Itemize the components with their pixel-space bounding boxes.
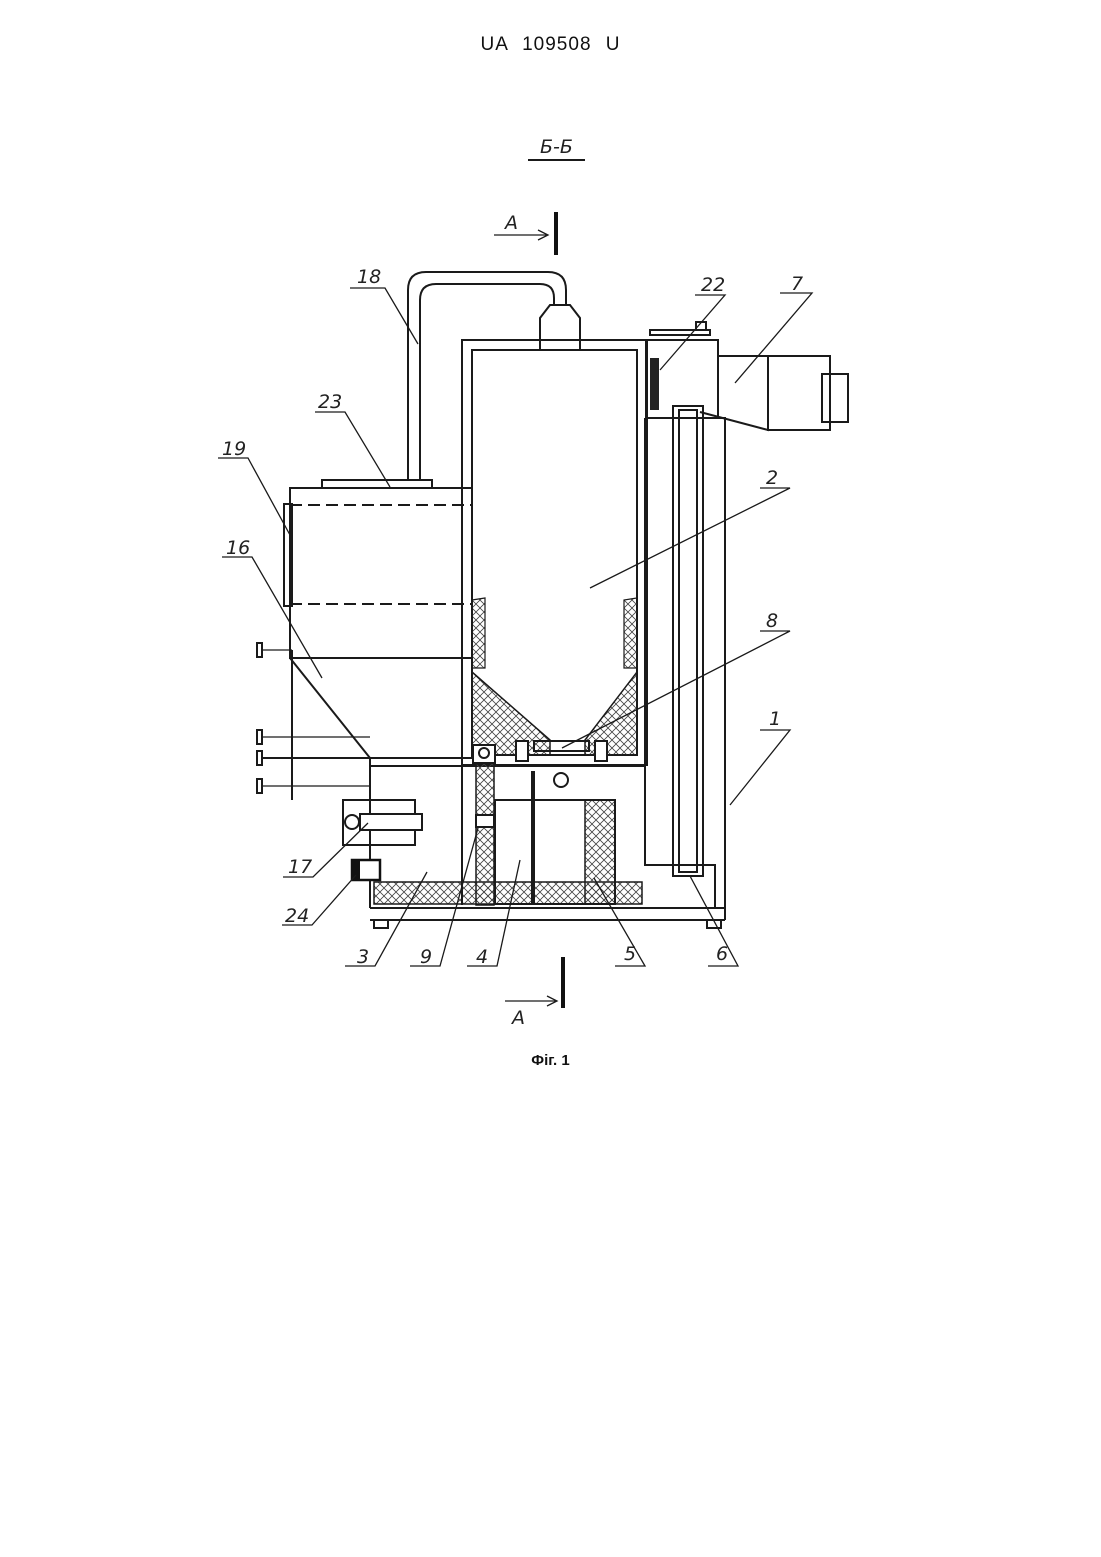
tube-6 [673,406,703,876]
callout-23: 23 [318,391,342,413]
callout-22: 22 [701,274,725,296]
housing [370,418,725,928]
vessel-2 [462,340,647,765]
callout-2: 2 [766,467,778,489]
callout-6: 6 [716,943,728,965]
callout-labels: 18 22 7 23 19 2 16 8 1 17 24 3 9 4 5 6 [222,266,803,968]
section-mark-top: A [494,212,556,255]
section-label: Б-Б [540,136,573,158]
callout-7: 7 [791,273,803,295]
callout-8: 8 [766,610,778,632]
callout-24: 24 [285,905,309,927]
callout-9: 9 [420,946,432,968]
callout-5: 5 [624,943,636,965]
callout-19: 19 [222,438,246,460]
hopper [257,480,472,800]
figure-caption: Фіг. 1 [0,1052,1101,1069]
section-mark-bottom: A [505,957,563,1029]
section-mark-top-letter: A [503,212,518,234]
pipe-18 [408,272,580,488]
exhaust-7 [646,322,848,430]
callout-1: 1 [769,708,781,730]
auger-17 [343,800,422,880]
callout-3: 3 [357,946,369,968]
callout-4: 4 [476,946,488,968]
callout-18: 18 [357,266,381,288]
section-mark-bottom-letter: A [510,1007,525,1029]
callout-17: 17 [288,856,312,878]
callout-16: 16 [226,537,250,559]
